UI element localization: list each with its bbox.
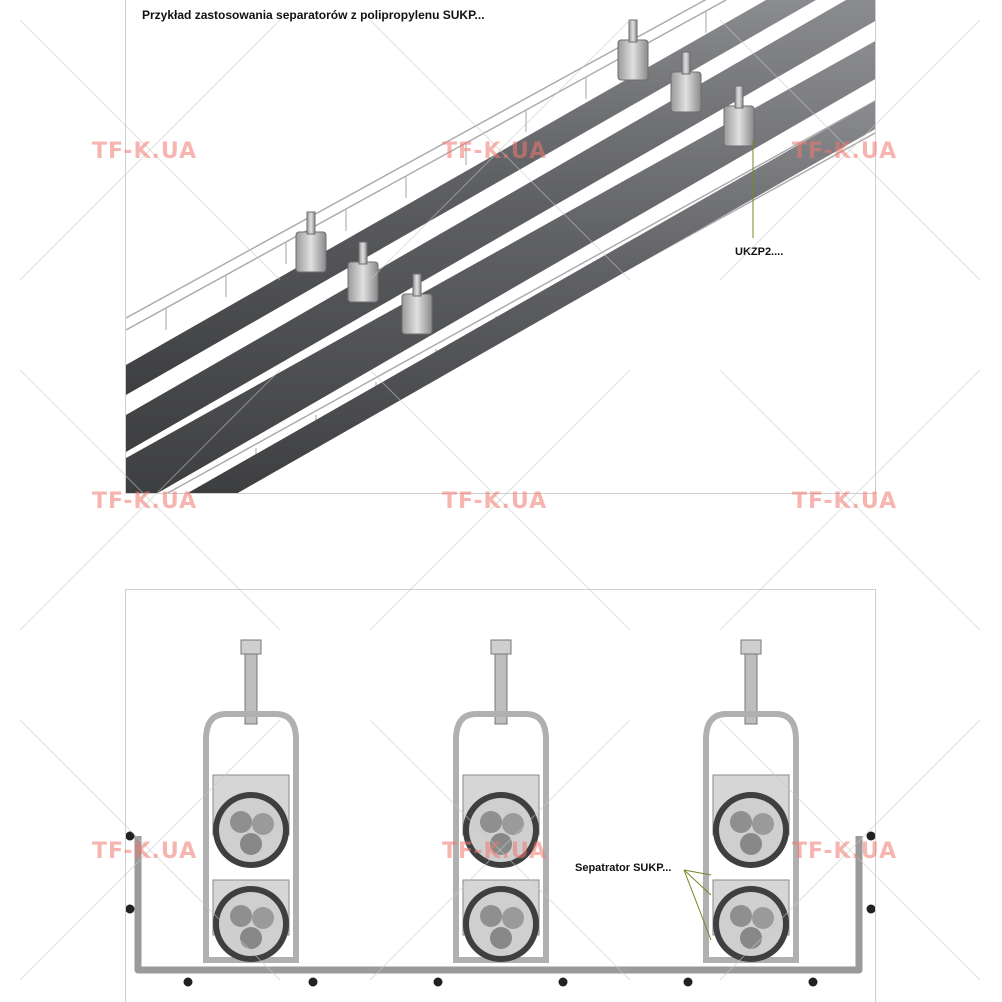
section-illustration: [126, 639, 875, 987]
cable-assembly-1: [203, 639, 299, 963]
cable-assembly-2: [453, 639, 549, 963]
clamp-label: UKZP2....: [735, 246, 784, 258]
cable-assembly-3: [703, 639, 799, 963]
separator-section-view: [125, 589, 876, 1002]
figure-caption: Przykład zastosowania separatorów z poli…: [142, 8, 485, 22]
separator-leader-lines: [683, 869, 712, 941]
separator-label: Sepatrator SUKP...: [575, 862, 672, 874]
